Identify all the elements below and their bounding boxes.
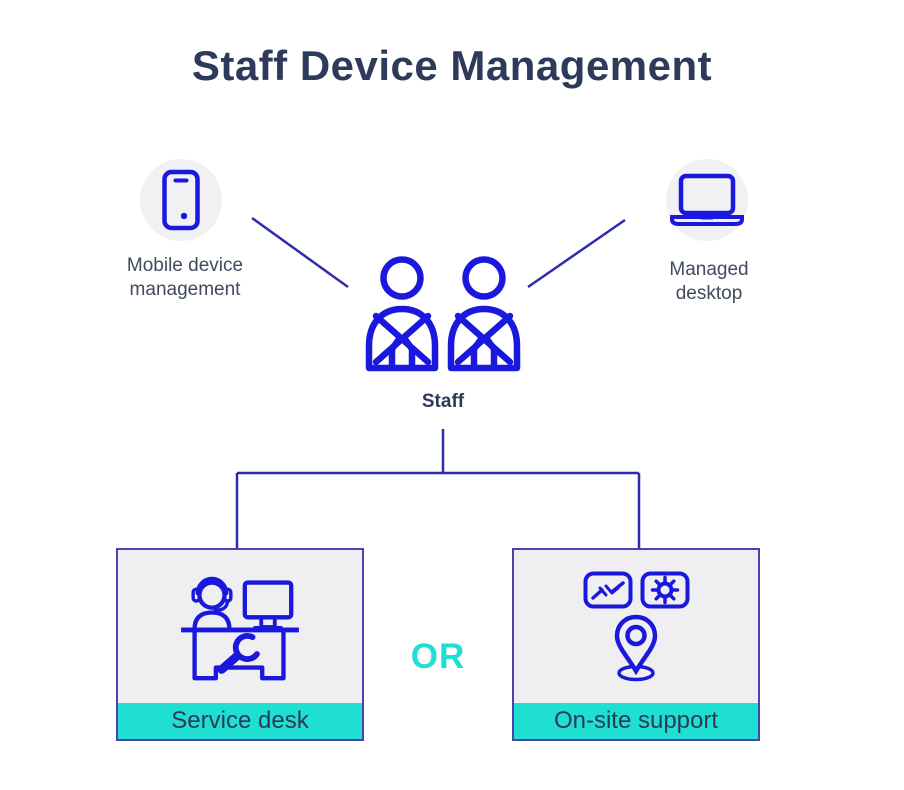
staff-node — [361, 256, 525, 372]
person-icon — [365, 256, 439, 372]
or-separator: OR — [410, 637, 466, 676]
page-title: Staff Device Management — [191, 42, 713, 89]
desktop-node — [666, 159, 748, 241]
mobile-node-label: Mobile device management — [126, 255, 244, 300]
person-icon — [447, 256, 521, 372]
connector-staff-to-options — [235, 429, 641, 548]
desktop-node-label: Managed desktop — [669, 259, 749, 304]
handshake-icon — [583, 571, 632, 609]
option-service-desk: Service desk — [116, 548, 364, 741]
smartphone-icon — [162, 169, 200, 231]
service-desk-icon-area — [118, 550, 362, 703]
mobile-node — [140, 159, 222, 241]
service-desk-label: Service desk — [118, 703, 362, 739]
onsite-support-label: On-site support — [514, 703, 758, 739]
onsite-support-icon-area — [514, 550, 758, 703]
location-pin-icon — [614, 614, 658, 682]
gear-icon — [640, 571, 689, 609]
helpdesk-agent-icon — [181, 576, 299, 680]
laptop-icon — [670, 173, 744, 226]
option-onsite-support: On-site support — [512, 548, 760, 741]
staff-node-label: Staff — [421, 391, 465, 412]
